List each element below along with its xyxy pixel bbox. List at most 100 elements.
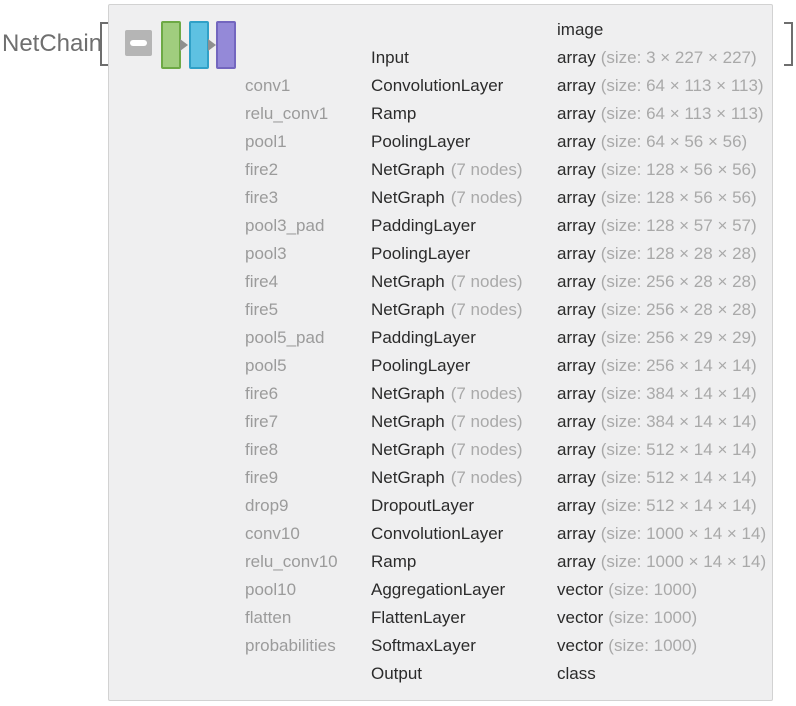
port-size: (size: 3 × 227 × 227) — [600, 48, 757, 67]
port-size: (size: 128 × 56 × 56) — [600, 160, 757, 179]
port-type: array — [557, 132, 596, 151]
layer-name: fire6 — [245, 384, 279, 403]
layer-type: AggregationLayer — [371, 580, 506, 599]
port-type: array — [557, 412, 596, 431]
layer-name: conv10 — [245, 524, 300, 543]
layers-table: image Input array(size: 3 × 227 × 227) c… — [109, 16, 772, 688]
port-type: array — [557, 188, 596, 207]
layer-type: PaddingLayer — [371, 216, 476, 235]
table-row: pool1 PoolingLayer array(size: 64 × 56 ×… — [109, 128, 772, 156]
table-row: image — [109, 16, 772, 44]
layer-name: conv1 — [245, 76, 291, 95]
port-type: vector — [557, 580, 604, 599]
table-row: conv1 ConvolutionLayer array(size: 64 × … — [109, 72, 772, 100]
port-size: (size: 128 × 28 × 28) — [600, 244, 757, 263]
table-row: fire4 NetGraph(7 nodes) array(size: 256 … — [109, 268, 772, 296]
port-size: (size: 1000) — [608, 580, 698, 599]
layer-type: DropoutLayer — [371, 496, 475, 515]
layer-type-note: (7 nodes) — [450, 188, 523, 207]
port-type: array — [557, 272, 596, 291]
layer-type-note: (7 nodes) — [450, 272, 523, 291]
layer-name: probabilities — [245, 636, 336, 655]
port-size: (size: 512 × 14 × 14) — [600, 440, 757, 459]
collapse-button[interactable] — [125, 30, 152, 56]
port-type: array — [557, 244, 596, 263]
layer-name: pool1 — [245, 132, 287, 151]
layer-name: pool3_pad — [245, 216, 325, 235]
port-type: image — [557, 20, 604, 39]
table-row: probabilities SoftmaxLayer vector(size: … — [109, 632, 772, 660]
netchain-summary-panel: image Input array(size: 3 × 227 × 227) c… — [108, 4, 773, 701]
port-size: (size: 1000) — [608, 636, 698, 655]
minus-icon — [130, 40, 147, 46]
layer-type: NetGraph — [371, 300, 445, 319]
port-type: array — [557, 356, 596, 375]
port-size: (size: 256 × 29 × 29) — [600, 328, 757, 347]
layer-type-note: (7 nodes) — [450, 300, 523, 319]
table-row: pool10 AggregationLayer vector(size: 100… — [109, 576, 772, 604]
port-type: array — [557, 384, 596, 403]
port-size: (size: 512 × 14 × 14) — [600, 496, 757, 515]
table-row: fire5 NetGraph(7 nodes) array(size: 256 … — [109, 296, 772, 324]
close-bracket — [784, 22, 793, 66]
layer-type: FlattenLayer — [371, 608, 466, 627]
port-type: array — [557, 552, 596, 571]
port-size: (size: 128 × 57 × 57) — [600, 216, 757, 235]
layer-name: drop9 — [245, 496, 289, 515]
layer-type: PoolingLayer — [371, 132, 471, 151]
port-size: (size: 512 × 14 × 14) — [600, 468, 757, 487]
layer-type: PoolingLayer — [371, 244, 471, 263]
layer-type: NetGraph — [371, 412, 445, 431]
layer-type-note: (7 nodes) — [450, 384, 523, 403]
layer-name: relu_conv10 — [245, 552, 338, 571]
table-row: fire9 NetGraph(7 nodes) array(size: 512 … — [109, 464, 772, 492]
layer-name: fire9 — [245, 468, 279, 487]
arrow-right-icon — [180, 39, 188, 51]
netchain-head-label: NetChain — [2, 30, 103, 57]
layer-name: pool5 — [245, 356, 287, 375]
layer-type: NetGraph — [371, 384, 445, 403]
layer-type: Ramp — [371, 552, 417, 571]
layer-name: fire2 — [245, 160, 279, 179]
table-row: fire8 NetGraph(7 nodes) array(size: 512 … — [109, 436, 772, 464]
port-type: class — [557, 664, 596, 683]
layer-type: NetGraph — [371, 440, 445, 459]
table-row: drop9 DropoutLayer array(size: 512 × 14 … — [109, 492, 772, 520]
table-row: fire7 NetGraph (7 nodes) array(size: 384 … — [109, 408, 772, 436]
layer-name: fire8 — [245, 440, 279, 459]
layer-type: NetGraph — [371, 272, 445, 291]
port-size: (size: 384 × 14 × 14) — [600, 412, 757, 431]
port-type: array — [557, 300, 596, 319]
layer-type-note: (7 nodes) — [450, 160, 523, 179]
layer-type: ConvolutionLayer — [371, 524, 504, 543]
port-size: (size: 256 × 28 × 28) — [600, 300, 757, 319]
table-row: Output class — [109, 660, 772, 688]
port-type: array — [557, 160, 596, 179]
port-size: (size: 1000 × 14 × 14) — [600, 552, 767, 571]
layer-name: fire4 — [245, 272, 279, 291]
layer-name: pool5_pad — [245, 328, 325, 347]
table-row: fire6 NetGraph (7 nodes) array(size: 384 … — [109, 380, 772, 408]
table-row: fire3 NetGraph(7 nodes) array(size: 128 … — [109, 184, 772, 212]
port-type: array — [557, 496, 596, 515]
layer-type: Output — [371, 664, 423, 683]
table-row: pool3 PoolingLayer array(size: 128 × 28 … — [109, 240, 772, 268]
layer-type: PaddingLayer — [371, 328, 476, 347]
port-type: array — [557, 76, 596, 95]
port-type: array — [557, 328, 596, 347]
layer-name: pool10 — [245, 580, 297, 599]
layer-name: fire7 — [245, 412, 279, 431]
port-type: array — [557, 216, 596, 235]
port-size: (size: 1000) — [608, 608, 698, 627]
layer-type: ConvolutionLayer — [371, 76, 504, 95]
table-row: flatten FlattenLayer vector(size: 1000) — [109, 604, 772, 632]
layer-type: SoftmaxLayer — [371, 636, 476, 655]
layer-type-note: (7 nodes) — [450, 412, 523, 431]
table-row: pool3_pad PaddingLayer array(size: 128 ×… — [109, 212, 772, 240]
table-row: pool5 PoolingLayer array(size: 256 × 14 … — [109, 352, 772, 380]
table-row: Input array(size: 3 × 227 × 227) — [109, 44, 772, 72]
layer-type: PoolingLayer — [371, 356, 471, 375]
port-size: (size: 128 × 56 × 56) — [600, 188, 757, 207]
port-size: (size: 384 × 14 × 14) — [600, 384, 757, 403]
layer-type: NetGraph — [371, 188, 445, 207]
